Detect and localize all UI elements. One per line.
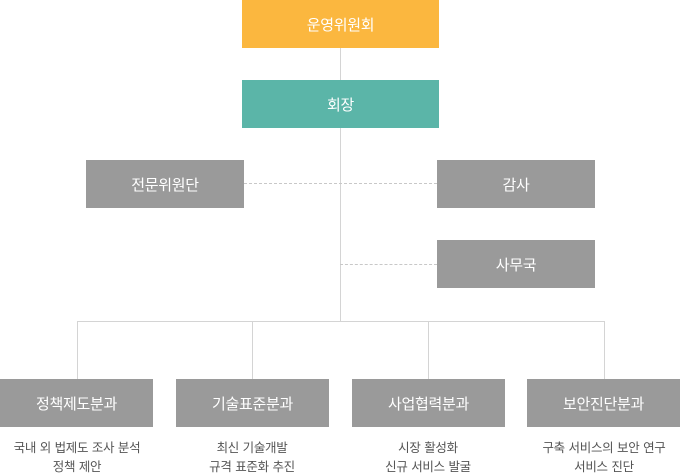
node-division-policy: 정책제도분과 [0,379,153,427]
division-standards-description: 최신 기술개발 규격 표준화 추진 [167,438,337,476]
node-chair: 회장 [242,80,439,128]
connector-division-3 [428,321,429,379]
node-top-committee: 운영위원회 [242,0,439,48]
connector-advisory-audit [244,183,437,184]
description-line: 규격 표준화 추진 [209,459,295,474]
node-division-standards: 기술표준분과 [176,379,329,427]
connector-secretariat [340,264,437,265]
description-line: 구축 서비스의 보안 연구 [542,440,666,455]
connector-division-1 [77,321,78,379]
node-advisory-group: 전문위원단 [86,160,244,208]
description-line: 시장 활성화 [398,440,458,455]
node-secretariat: 사무국 [437,240,595,288]
division-policy-description: 국내 외 법제도 조사 분석 정책 제안 [0,438,162,476]
description-line: 정책 제안 [52,459,102,474]
connector-division-2 [252,321,253,379]
description-line: 국내 외 법제도 조사 분석 [13,440,141,455]
node-division-business: 사업협력분과 [352,379,505,427]
division-security-description: 구축 서비스의 보안 연구 서비스 진단 [519,438,680,476]
node-division-security: 보안진단분과 [527,379,680,427]
connector-trunk [340,128,341,321]
description-line: 신규 서비스 발굴 [385,459,471,474]
connector-divisions-bar [77,321,605,322]
node-audit: 감사 [437,160,595,208]
description-line: 서비스 진단 [574,459,634,474]
division-business-description: 시장 활성화 신규 서비스 발굴 [343,438,513,476]
connector-top-chair [340,48,341,80]
connector-division-4 [604,321,605,379]
description-line: 최신 기술개발 [216,440,288,455]
